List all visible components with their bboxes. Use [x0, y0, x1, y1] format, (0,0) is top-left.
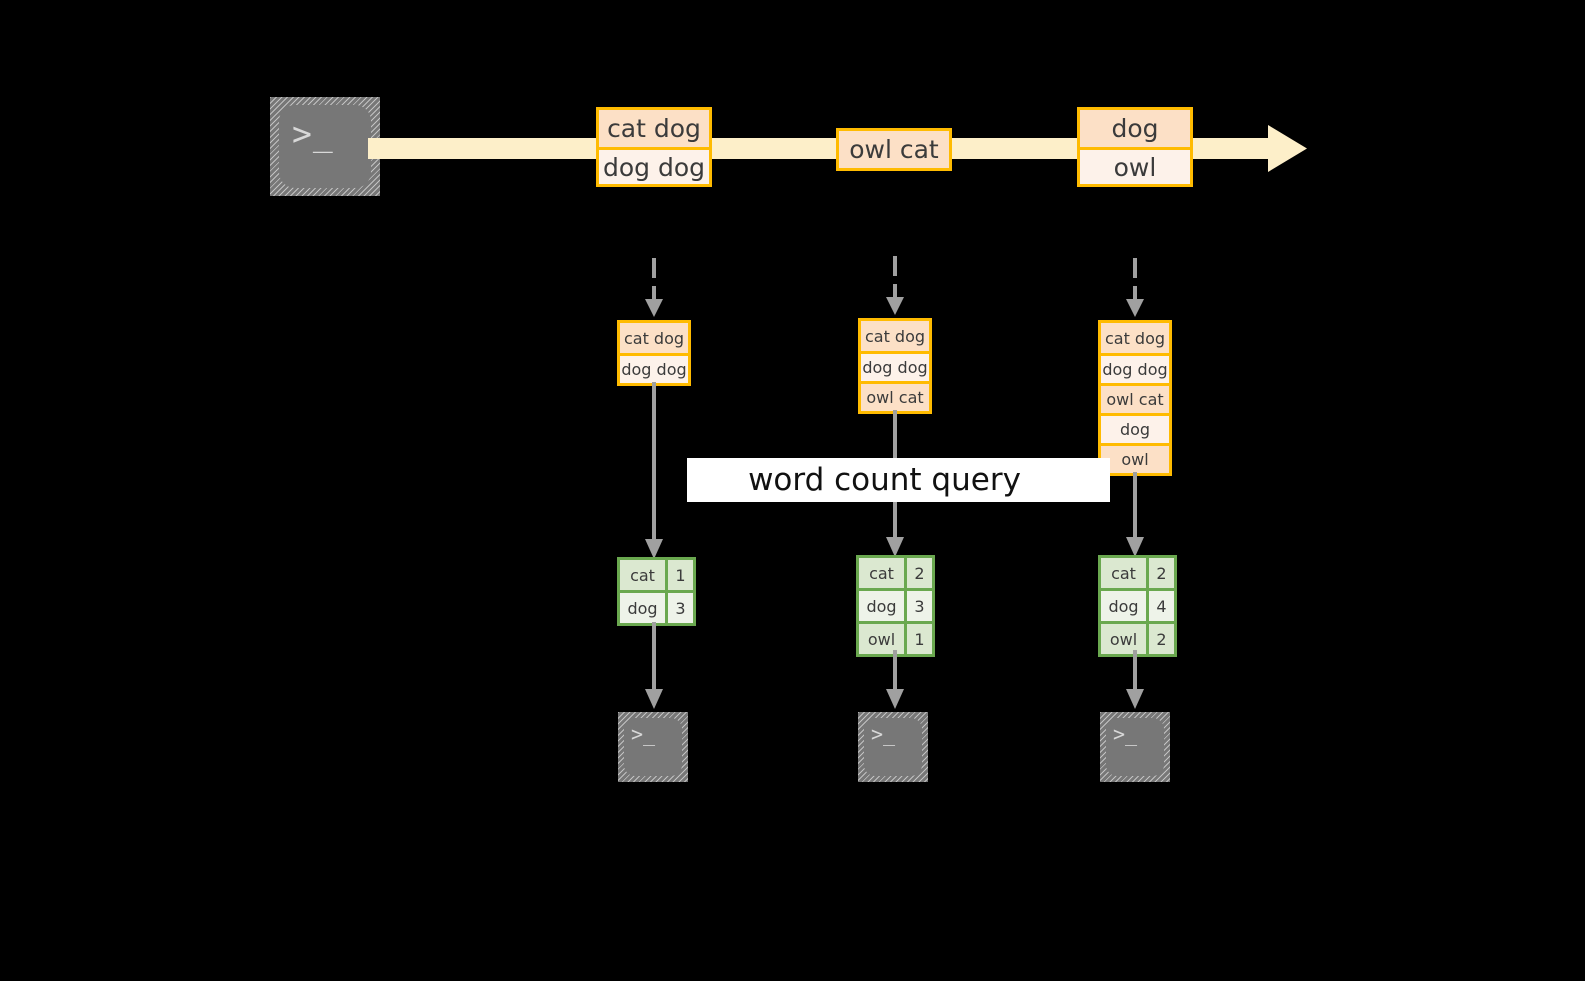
table-row: dog 3	[859, 588, 932, 621]
word-count-result-table: cat 2 dog 3 owl 1	[856, 555, 935, 657]
word-cell: owl	[1109, 629, 1138, 649]
stream-message: owl cat	[836, 128, 952, 171]
count-cell: 2	[1146, 624, 1174, 654]
count-cell: 2	[1146, 558, 1174, 588]
accumulated-line: cat dog	[620, 323, 688, 353]
source-terminal-icon: >_	[270, 97, 380, 196]
count-cell: 1	[904, 624, 932, 654]
accumulated-messages: cat dog dog dog owl cat dog owl	[1098, 320, 1172, 476]
word-count-result-table: cat 2 dog 4 owl 2	[1098, 555, 1177, 657]
query-label: word count query	[748, 462, 1021, 498]
accumulated-line: cat dog	[861, 321, 929, 351]
accumulated-line: dog	[1101, 413, 1169, 443]
table-row: cat 2	[859, 558, 932, 588]
message-line: owl	[1080, 147, 1190, 184]
sink-terminal-icon: >_	[1100, 712, 1170, 782]
message-line: dog	[1080, 110, 1190, 147]
sink-terminal-icon: >_	[618, 712, 688, 782]
accumulated-line: dog dog	[1101, 353, 1169, 383]
table-row: dog 4	[1101, 588, 1174, 621]
table-row: owl 2	[1101, 621, 1174, 654]
count-cell: 3	[665, 593, 693, 623]
terminal-screen	[279, 105, 371, 188]
terminal-prompt-glyph: >_	[1113, 722, 1138, 746]
message-line: owl cat	[839, 131, 949, 168]
accumulated-line: cat dog	[1101, 323, 1169, 353]
table-row: cat 1	[620, 560, 693, 590]
word-cell: dog	[620, 593, 665, 623]
message-line: dog dog	[599, 147, 709, 184]
snapshot-arrow	[1124, 258, 1146, 318]
query-label-band: word count query	[687, 458, 1110, 502]
terminal-screen	[1106, 718, 1164, 776]
count-cell: 4	[1146, 591, 1174, 621]
terminal-prompt-glyph: >_	[631, 722, 656, 746]
count-cell: 1	[665, 560, 693, 590]
word-cell: dog	[859, 591, 904, 621]
output-arrow	[884, 650, 906, 710]
table-row: owl 1	[859, 621, 932, 654]
accumulated-line: dog dog	[620, 353, 688, 383]
sink-terminal-icon: >_	[858, 712, 928, 782]
output-arrow	[643, 622, 665, 710]
accumulated-messages: cat dog dog dog	[617, 320, 691, 386]
count-cell: 2	[904, 558, 932, 588]
query-arrow	[643, 382, 665, 560]
terminal-screen	[864, 718, 922, 776]
accumulated-line: owl cat	[1101, 383, 1169, 413]
word-cell: cat	[1111, 563, 1136, 583]
stream-message: dog owl	[1077, 107, 1193, 187]
message-line: cat dog	[599, 110, 709, 147]
word-cell: owl	[867, 629, 896, 649]
table-row: dog 3	[620, 590, 693, 623]
terminal-prompt-glyph: >_	[871, 722, 896, 746]
word-count-result-table: cat 1 dog 3	[617, 557, 696, 626]
terminal-screen	[624, 718, 682, 776]
snapshot-arrow	[643, 258, 665, 318]
terminal-prompt-glyph: >_	[292, 114, 334, 153]
accumulated-messages: cat dog dog dog owl cat	[858, 318, 932, 414]
accumulated-line: owl cat	[861, 381, 929, 411]
word-cell: cat	[869, 563, 894, 583]
accumulated-line: dog dog	[861, 351, 929, 381]
output-arrow	[1124, 650, 1146, 710]
accumulated-line: owl	[1101, 443, 1169, 473]
snapshot-arrow	[884, 256, 906, 316]
word-cell: cat	[630, 565, 655, 585]
query-arrow	[1124, 472, 1146, 558]
word-cell: dog	[1101, 591, 1146, 621]
count-cell: 3	[904, 591, 932, 621]
stream-message: cat dog dog dog	[596, 107, 712, 187]
table-row: cat 2	[1101, 558, 1174, 588]
